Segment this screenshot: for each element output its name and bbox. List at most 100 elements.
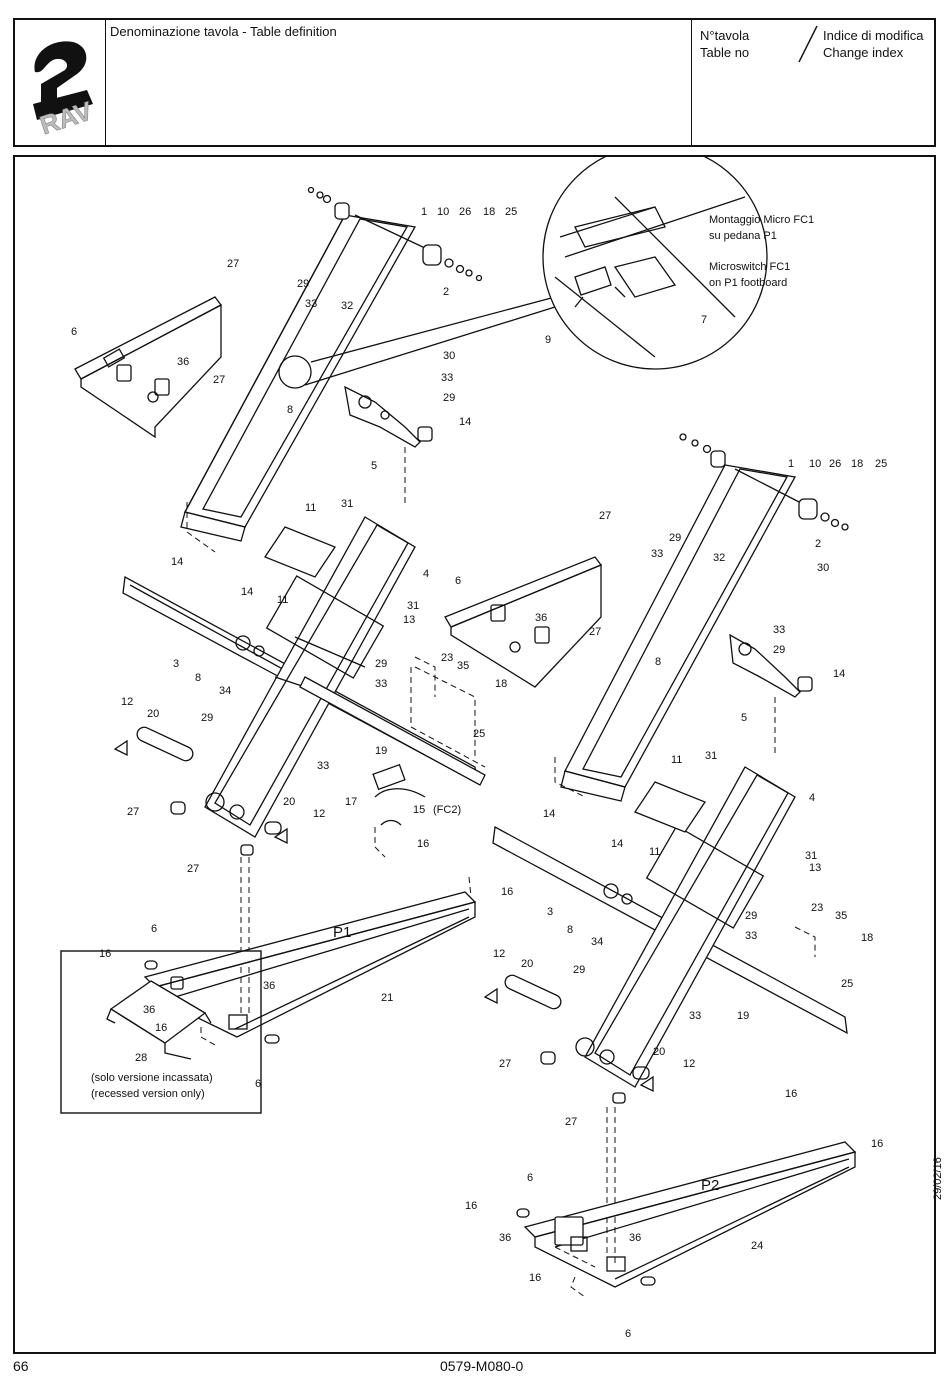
right-roller-20 (483, 974, 654, 1093)
drawing-frame (13, 155, 936, 1354)
part-callout-number: 14 (611, 838, 623, 850)
part-callout-number: 19 (375, 745, 387, 757)
right-lower-arm-13 (584, 766, 796, 1088)
part-callout-number: 13 (403, 614, 415, 626)
title-block: RAV Denominazione tavola - Table definit… (13, 18, 936, 147)
part-callout-number: 36 (499, 1232, 511, 1244)
part-callout-number: 23 (441, 652, 453, 664)
detail-note-line3: Microswitch FC1 (709, 261, 790, 273)
part-callout-number: 30 (817, 562, 829, 574)
part-callout-number: 27 (565, 1116, 577, 1128)
part-callout-number: 32 (713, 552, 725, 564)
part-callout-number: 29 (773, 644, 785, 656)
part-callout-number: 33 (745, 930, 757, 942)
part-callout-number: 36 (177, 356, 189, 368)
inset-box (60, 950, 262, 1114)
part-callout-number: 14 (833, 668, 845, 680)
part-callout-number: 18 (495, 678, 507, 690)
part-callout-number: 27 (187, 863, 199, 875)
part-callout-number: 14 (241, 586, 253, 598)
part-callout-number: 2 (815, 538, 821, 550)
part-callout-number: 4 (809, 792, 815, 804)
part-callout-number: 12 (683, 1058, 695, 1070)
part-callout-number: 16 (465, 1200, 477, 1212)
part-callout-number: 29 (201, 712, 213, 724)
part-callout-number: 33 (689, 1010, 701, 1022)
part-callout-number: 29 (745, 910, 757, 922)
part-callout-number: 6 (625, 1328, 631, 1340)
part-callout-number: 11 (649, 846, 660, 858)
part-callout-number: 27 (213, 374, 225, 386)
part-callout-number: 12 (493, 948, 505, 960)
part-callout-number: 20 (521, 958, 533, 970)
part-callout-number: 27 (227, 258, 239, 270)
part-callout-number: 34 (219, 685, 231, 697)
platform-p2-guides (554, 1246, 596, 1298)
fc2-label: (FC2) (433, 804, 461, 816)
part-callout-number: 16 (529, 1272, 541, 1284)
right-guide-lines (410, 667, 816, 1267)
inset-part-label: 28 (135, 1052, 147, 1064)
part-callout-number: 36 (143, 1004, 155, 1016)
part-callout-number: 5 (371, 460, 377, 472)
exploded-parts-drawing: Montaggio Micro FC1 su pedana P1 Microsw… (60, 157, 887, 1340)
part-callout-number: 7 (701, 314, 707, 326)
part-callout-number: 2 (443, 286, 449, 298)
right-bottom-pivots (540, 1037, 626, 1104)
table-no-label-it: N°tavola (700, 28, 750, 43)
part-callout-number: 33 (651, 548, 663, 560)
part-callout-number: 10 (437, 206, 449, 218)
part-callout-number: 32 (341, 300, 353, 312)
left-guide-lines (186, 447, 476, 1017)
inset-note-line2: (recessed version only) (91, 1088, 205, 1100)
title-block-divider (691, 20, 692, 145)
slash-divider (798, 25, 818, 63)
part-callout-number: 6 (151, 923, 157, 935)
part-callout-number: 3 (173, 658, 179, 670)
left-top-bolt-stack (307, 186, 483, 282)
page-number: 66 (13, 1358, 29, 1374)
part-callout-number: 31 (705, 750, 717, 762)
part-callout-number: 20 (653, 1046, 665, 1058)
part-callout-number: 27 (599, 510, 611, 522)
detail-note-line2: su pedana P1 (709, 230, 777, 242)
part-callout-number: 29 (669, 532, 681, 544)
inset-note: 28 (solo versione incassata) (recessed v… (91, 1052, 213, 1100)
part-callout-number: 36 (535, 612, 547, 624)
part-callout-number: 10 (809, 458, 821, 470)
part-callout-number: 36 (263, 980, 275, 992)
left-top-bracket (74, 296, 222, 439)
part-callout-number: 20 (283, 796, 295, 808)
part-callout-number: 16 (785, 1088, 797, 1100)
left-plate-11 (264, 526, 336, 578)
part-callout-number: 1 (788, 458, 794, 470)
part-callout-number: 4 (423, 568, 429, 580)
part-callout-number: 31 (407, 600, 419, 612)
part-callout-number: 16 (501, 886, 513, 898)
part-callout-number: 35 (835, 910, 847, 922)
detail-note-line4: on P1 footboard (709, 277, 787, 289)
part-callout-number: 29 (297, 278, 309, 290)
platform-p1-label: P1 (333, 924, 351, 941)
part-callout-number: 24 (751, 1240, 763, 1252)
part-callout-number: 11 (277, 594, 288, 606)
change-index-label-en: Change index (823, 45, 904, 60)
left-microswitch-fc2 (372, 763, 426, 826)
part-callout-number: 12 (121, 696, 133, 708)
part-callout-number: 27 (499, 1058, 511, 1070)
part-callout-number: 6 (527, 1172, 533, 1184)
part-callout-number: 33 (305, 298, 317, 310)
part-callout-number: 9 (545, 334, 551, 346)
left-detail-callout-circle (278, 296, 556, 389)
right-plate-11 (634, 781, 706, 833)
part-callout-number: 5 (741, 712, 747, 724)
part-callout-number: 33 (375, 678, 387, 690)
right-top-bolt-stack (679, 433, 849, 531)
part-callout-number: 36 (629, 1232, 641, 1244)
detail-part-callouts: 97 (545, 314, 707, 346)
table-definition-label: Denominazione tavola - Table definition (110, 24, 337, 39)
part-callout-number: 14 (543, 808, 555, 820)
part-callout-number: 8 (195, 672, 201, 684)
part-callout-number: 25 (505, 206, 517, 218)
